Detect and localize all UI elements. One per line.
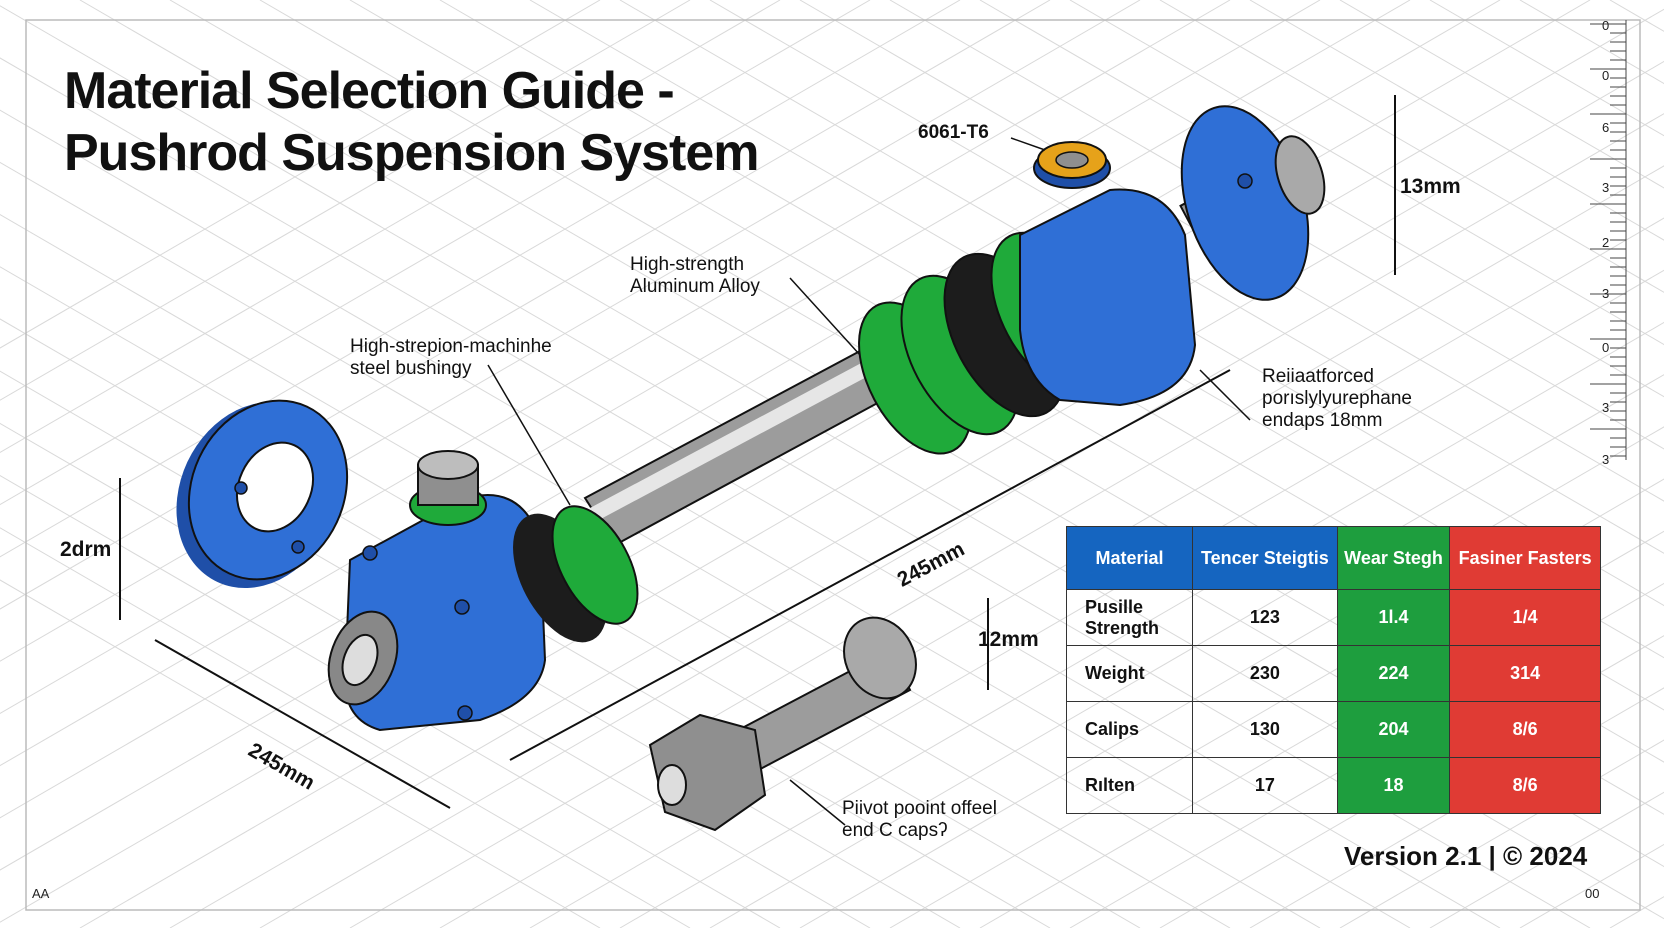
table-cell: Weight: [1066, 645, 1193, 702]
table-row: Pusille Strength 123 1l.4 1/4: [1066, 589, 1601, 646]
aluminum-alloy-callout: High-strength Aluminum Alloy: [630, 254, 760, 297]
alloy-grade-callout: 6061-T6: [918, 122, 989, 143]
steel-bushing-callout: High-strepion-machinhe steel bushingy: [350, 336, 552, 379]
ruler-tick-label: 0: [1602, 18, 1610, 33]
sheet-frame: [25, 19, 1641, 911]
ruler-tick-label: 3: [1602, 400, 1610, 415]
dimension-washer-height: 2drm: [60, 538, 112, 561]
table-header-tensile: Tencer Steigtis: [1192, 526, 1338, 590]
table-cell: 230: [1192, 645, 1338, 702]
ruler-tick-label: 6: [1602, 120, 1610, 135]
ruler-tick-label: 3: [1602, 180, 1610, 195]
ruler-tick-label: 3: [1602, 286, 1610, 301]
table-row: Rılten 17 18 8/6: [1066, 757, 1601, 814]
table-row: Weight 230 224 314: [1066, 645, 1601, 702]
ruler-tick-label: 2: [1602, 235, 1610, 250]
table-cell: 17: [1192, 757, 1338, 814]
callout-leaders: [487, 137, 1251, 826]
table-header-row: Material Tencer Steigtis Wear Stegh Fasi…: [1066, 526, 1601, 590]
version-copyright: Version 2.1 | © 2024: [1344, 841, 1588, 871]
table-cell: 130: [1192, 701, 1338, 758]
dimension-lines: [119, 95, 1396, 809]
table-header-wear: Wear Stegh: [1336, 526, 1451, 590]
pivot-bolt: [648, 616, 917, 832]
left-seal-stack: [513, 505, 639, 643]
table-row: Calips 130 204 8/6: [1066, 701, 1601, 758]
table-cell: 1l.4: [1336, 589, 1451, 646]
table-cell: 314: [1449, 645, 1601, 702]
ruler-scale: [1590, 20, 1627, 460]
right-rod-end-housing: [1019, 105, 1326, 407]
corner-mark-bottom-left: AA: [32, 886, 50, 901]
ruler-tick-label: 0: [1602, 68, 1610, 83]
table-cell: 204: [1336, 701, 1451, 758]
corner-mark-bottom-right: 00: [1585, 886, 1600, 901]
table-cell: 18: [1336, 757, 1451, 814]
table-cell: Rılten: [1066, 757, 1193, 814]
material-properties-table: Material Tencer Steigtis Wear Stegh Fasi…: [1066, 526, 1601, 814]
polyurethane-endcaps-callout: Reiiaatforced porıslylyurephane endaps 1…: [1262, 366, 1412, 431]
table-cell: 8/6: [1449, 757, 1601, 814]
pivot-point-callout: Piivot pooint offeel end C capsʔ: [842, 798, 997, 841]
dimension-bolt-height: 12mm: [978, 628, 1039, 651]
ruler-tick-label: 3: [1602, 452, 1610, 467]
table-cell: 1/4: [1449, 589, 1601, 646]
end-washer: [176, 399, 349, 589]
ruler-tick-label: 0: [1602, 340, 1610, 355]
table-cell: 224: [1336, 645, 1451, 702]
left-rod-end-housing: [327, 450, 547, 732]
dimension-right-height: 13mm: [1400, 175, 1461, 198]
page-title: Material Selection Guide - Pushrod Suspe…: [64, 62, 759, 182]
table-header-material: Material: [1066, 526, 1193, 590]
table-cell: Pusille Strength: [1066, 589, 1193, 646]
table-cell: 123: [1192, 589, 1338, 646]
table-cell: Calips: [1066, 701, 1193, 758]
table-header-fastener: Fasiner Fasters: [1449, 526, 1601, 590]
table-cell: 8/6: [1449, 701, 1601, 758]
